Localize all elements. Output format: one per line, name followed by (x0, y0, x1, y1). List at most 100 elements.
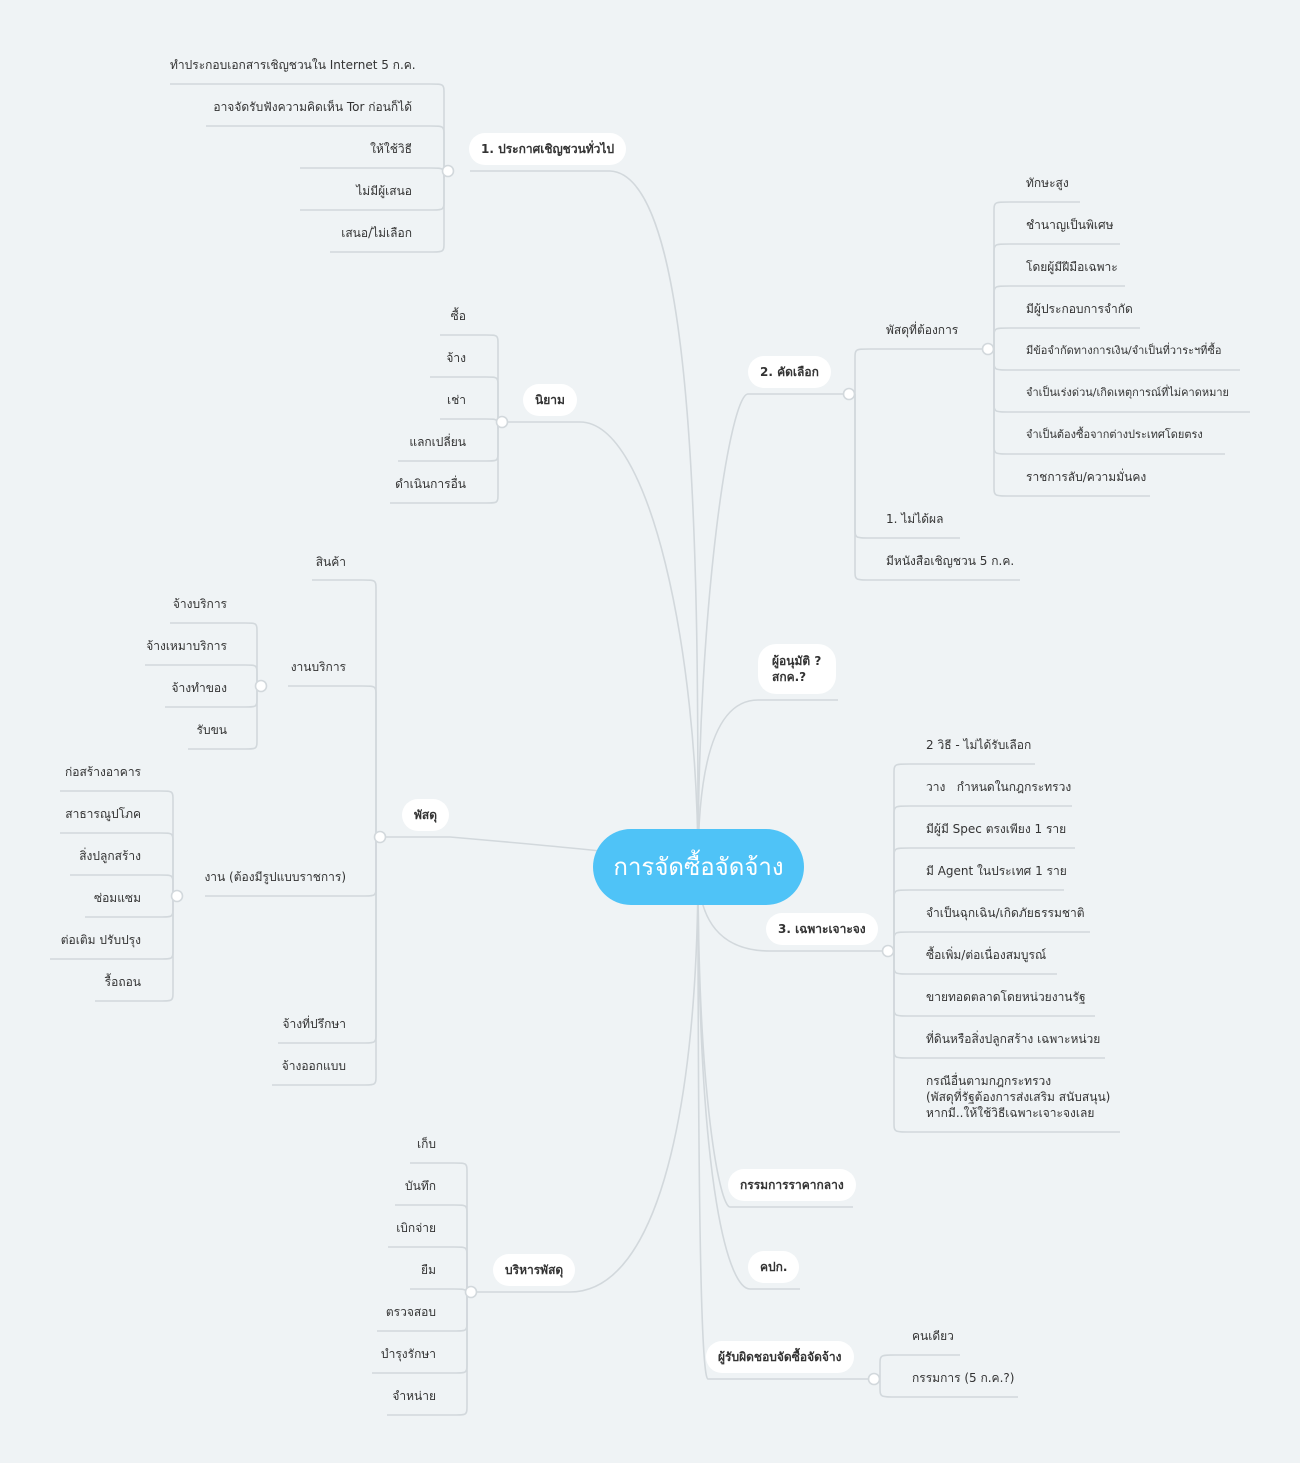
connector-line (170, 622, 258, 686)
leaf-spec-7[interactable]: ขายทอดตลาดโดยหน่วยงานรัฐ (926, 990, 1086, 1004)
connector-line (60, 790, 174, 896)
connector-line (188, 686, 258, 750)
leaf-need-5[interactable]: มีข้อจำกัดทางการเงิน/จำเป็นที่วาระฯที่ซื… (1026, 344, 1222, 357)
branch-definition[interactable]: นิยาม (523, 384, 577, 416)
connector-line (854, 394, 1020, 581)
spec-other-line-2: (พัสดุที่รัฐต้องการส่งเสริม สนับสนุน) (926, 1090, 1111, 1104)
leaf-mgmt-4[interactable]: ยืม (421, 1263, 436, 1277)
leaf-def-1[interactable]: ซื้อ (450, 309, 466, 323)
leaf-def-5[interactable]: ดำเนินการอื่น (395, 477, 466, 491)
leaf-works-3[interactable]: สิ่งปลูกสร้าง (79, 849, 141, 863)
leaf-works-2[interactable]: สาธารณูปโภค (65, 807, 141, 821)
branch-approver[interactable]: ผู้อนุมัติ ? สกค.? (758, 644, 836, 694)
leaf-need-2[interactable]: ชำนาญเป็นพิเศษ (1026, 218, 1114, 232)
leaf-mgmt-3[interactable]: เบิกจ่าย (396, 1221, 436, 1235)
node-required-supplies[interactable]: พัสดุที่ต้องการ (886, 323, 959, 337)
connector-line (993, 349, 1150, 497)
leaf-works-5[interactable]: ต่อเติม ปรับปรุง (60, 933, 141, 947)
leaf-spec-2[interactable]: วาง กำหนดในกฎกระทรวง (926, 780, 1072, 794)
connector-line (440, 418, 499, 430)
leaf-resp-2[interactable]: กรรมการ (5 ก.ค.?) (912, 1371, 1015, 1385)
leaf-b1-4[interactable]: ไม่มีผู้เสนอ (356, 184, 412, 198)
leaf-def-3[interactable]: เช่า (447, 393, 466, 407)
leaf-mgmt-5[interactable]: ตรวจสอบ (385, 1305, 436, 1319)
connector-line (430, 376, 499, 422)
branch-node-dot (170, 889, 184, 903)
branch-supplies[interactable]: พัสดุ (402, 799, 450, 831)
branch-node-dot (842, 387, 856, 401)
node-not-successful[interactable]: 1. ไม่ได้ผล (886, 512, 944, 526)
branch-invitation[interactable]: 1. ประกาศเชิญชวนทั่วไป (469, 133, 627, 165)
leaf-mgmt-2[interactable]: บันทึก (405, 1179, 436, 1193)
node-consultant[interactable]: จ้างที่ปรึกษา (282, 1017, 346, 1031)
leaf-need-4[interactable]: มีผู้ประกอบการจำกัด (1026, 302, 1133, 316)
connector-line (410, 1288, 468, 1300)
branch-node-dot (254, 679, 268, 693)
leaf-works-1[interactable]: ก่อสร้างอาคาร (65, 765, 141, 779)
node-goods[interactable]: สินค้า (315, 555, 346, 569)
connector-line (893, 805, 1072, 951)
connector-line (993, 243, 1120, 349)
leaf-works-6[interactable]: รื้อถอน (104, 975, 141, 989)
leaf-mgmt-1[interactable]: เก็บ (417, 1137, 436, 1151)
node-invitation-letter[interactable]: มีหนังสือเชิญชวน 5 ก.ค. (886, 554, 1015, 568)
connector-line (410, 1162, 468, 1292)
leaf-need-7[interactable]: จำเป็นต้องซื้อจากต่างประเทศโดยตรง (1026, 428, 1203, 441)
connector-line (206, 125, 445, 171)
connector-line (145, 664, 258, 686)
leaf-svc-2[interactable]: จ้างเหมาบริการ (146, 639, 227, 653)
node-design[interactable]: จ้างออกแบบ (281, 1059, 346, 1073)
leaf-spec-3[interactable]: มีผู้มี Spec ตรงเพียง 1 ราย (926, 822, 1067, 836)
branch-selection[interactable]: 2. คัดเลือก (748, 356, 831, 388)
node-works[interactable]: งาน (ต้องมีรูปแบบราชการ) (204, 870, 346, 884)
connector-line (387, 1292, 468, 1416)
leaf-resp-1[interactable]: คนเดียว (912, 1329, 954, 1343)
leaf-spec-other[interactable]: กรณีอื่นตามกฎกระทรวง (พัสดุที่รัฐต้องการ… (926, 1073, 1110, 1121)
leaf-b1-2[interactable]: อาจจัดรับฟังความคิดเห็น Tor ก่อนก็ได้ (213, 100, 412, 114)
leaf-svc-3[interactable]: จ้างทำของ (171, 681, 227, 695)
branch-specific[interactable]: 3. เฉพาะเจาะจง (766, 913, 878, 945)
leaf-need-8[interactable]: ราชการลับ/ความมั่นคง (1026, 470, 1147, 484)
connector-line (272, 837, 377, 1086)
connector-line (95, 896, 174, 1002)
node-services[interactable]: งานบริการ (290, 660, 346, 674)
leaf-svc-1[interactable]: จ้างบริการ (172, 597, 227, 611)
branch-responsible[interactable]: ผู้รับผิดชอบจัดซื้อจัดจ้าง (706, 1341, 854, 1373)
connector-responsible (697, 866, 874, 1380)
leaf-spec-1[interactable]: 2 วิธี - ไม่ได้รับเลือก (926, 738, 1032, 752)
leaf-b1-1[interactable]: ทำประกอบเอกสารเชิญชวนใน Internet 5 ก.ค. (170, 58, 416, 72)
leaf-need-1[interactable]: ทักษะสูง (1026, 176, 1069, 190)
leaf-spec-8[interactable]: ที่ดินหรือสิ่งปลูกสร้าง เฉพาะหน่วย (926, 1032, 1101, 1046)
connector-line (278, 837, 377, 1044)
leaf-b1-5[interactable]: เสนอ/ไม่เลือก (341, 226, 412, 240)
branch-node-dot (464, 1285, 478, 1299)
branch-management[interactable]: บริหารพัสดุ (493, 1254, 576, 1286)
leaf-need-6[interactable]: จำเป็นเร่งด่วน/เกิดเหตุการณ์ที่ไม่คาดหมา… (1026, 386, 1229, 399)
connector-line (893, 763, 1035, 951)
branch-node-dot (867, 1372, 881, 1386)
connector-line (893, 931, 1090, 951)
leaf-mgmt-7[interactable]: จำหน่าย (392, 1389, 436, 1403)
connector-line (288, 685, 377, 837)
leaf-b1-3[interactable]: ให้ใช้วิธี (370, 142, 412, 156)
leaf-works-4[interactable]: ซ่อมแซม (93, 891, 141, 905)
connector-b1 (470, 170, 699, 868)
connector-line (879, 1354, 960, 1379)
connector-line (893, 847, 1075, 951)
branch-median-price-committee[interactable]: กรรมการราคากลาง (728, 1169, 856, 1201)
leaf-spec-5[interactable]: จำเป็นฉุกเฉิน/เกิดภัยธรรมชาติ (926, 906, 1085, 920)
connector-definition (500, 421, 699, 868)
leaf-mgmt-6[interactable]: บำรุงรักษา (380, 1347, 436, 1361)
leaf-def-2[interactable]: จ้าง (446, 351, 466, 365)
root-topic[interactable]: การจัดซื้อจัดจ้าง (593, 829, 804, 905)
leaf-need-3[interactable]: โดยผู้มีฝีมือเฉพาะ (1026, 260, 1118, 274)
leaf-spec-4[interactable]: มี Agent ในประเทศ 1 ราย (926, 864, 1067, 878)
leaf-def-4[interactable]: แลกเปลี่ยน (409, 435, 466, 449)
leaf-svc-4[interactable]: รับขน (196, 723, 227, 737)
connector-line (70, 874, 174, 896)
connector-line (170, 83, 445, 171)
branch-node-dot (981, 342, 995, 356)
connector-line (205, 837, 377, 897)
leaf-spec-6[interactable]: ซื้อเพิ่ม/ต่อเนื่องสมบูรณ์ (926, 948, 1047, 962)
branch-kpc[interactable]: คปก. (748, 1251, 800, 1283)
